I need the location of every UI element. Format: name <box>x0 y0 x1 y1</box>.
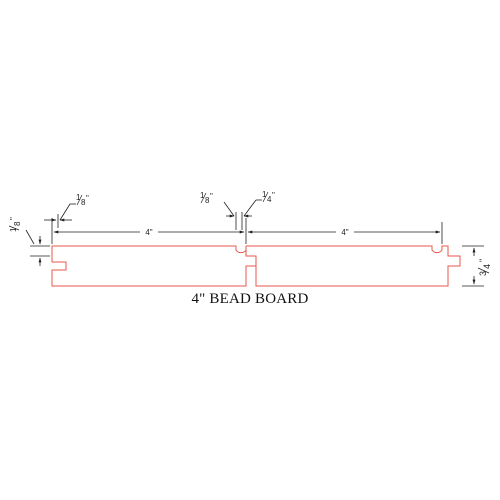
fraction-bead-radius: 1 4 " <box>262 190 275 204</box>
svg-text:": " <box>210 192 213 201</box>
svg-text:": " <box>9 217 18 220</box>
svg-text:1: 1 <box>76 193 81 202</box>
svg-text:": " <box>272 191 275 200</box>
svg-text:8: 8 <box>81 198 86 207</box>
svg-text:8: 8 <box>205 196 210 205</box>
svg-text:4: 4 <box>482 264 492 269</box>
svg-text:": " <box>86 194 89 203</box>
fraction-thickness: 3 4 " <box>477 259 492 276</box>
svg-text:1: 1 <box>9 227 18 232</box>
board-profile <box>51 245 461 287</box>
dim-label-left-width: 4" <box>145 228 152 237</box>
svg-text:4: 4 <box>267 195 272 204</box>
svg-text:3: 3 <box>478 271 488 276</box>
dimension-lines <box>25 199 484 287</box>
svg-text:8: 8 <box>13 221 22 226</box>
board-left-outline <box>51 245 257 287</box>
fraction-tongue-height: 1 8 " <box>8 217 22 232</box>
drawing-title: 4" BEAD BOARD <box>191 291 308 307</box>
fraction-tongue-gap: 1 8 " <box>76 193 89 207</box>
svg-text:": " <box>478 259 488 262</box>
svg-text:1: 1 <box>262 190 267 199</box>
board-right-outline <box>246 245 461 287</box>
svg-text:1: 1 <box>200 191 205 200</box>
dim-label-right-width: 4" <box>341 228 348 237</box>
fraction-bead-gap: 1 8 " <box>200 191 213 205</box>
